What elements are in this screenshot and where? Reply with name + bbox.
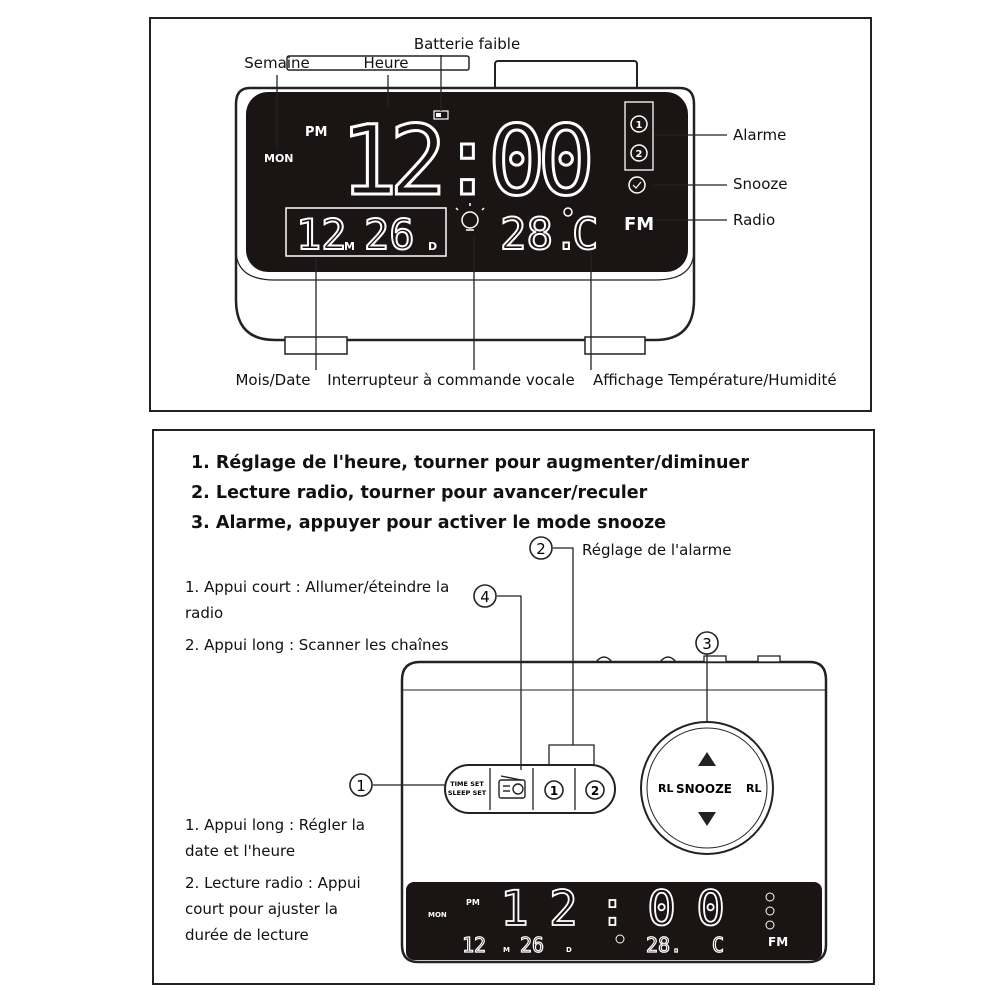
knob-left-label: RL [658,782,673,795]
svg-text:D: D [566,946,572,954]
alarm-frame [624,101,654,171]
label-alarm: Alarme [733,126,787,144]
time-button-notes: 1. Appui long : Régler la date et l'heur… [185,812,385,954]
control-panel [152,429,875,985]
svg-text:3: 3 [702,635,712,653]
month-unit: M [344,240,355,253]
date-frame [285,207,447,257]
knob-right-label: RL [746,782,761,795]
svg-text:PM: PM [466,898,480,907]
temp-unit: C [572,209,599,260]
label-hour: Heure [363,54,409,72]
label-low-battery: Batterie faible [413,35,521,53]
clock-top-illustration [400,655,828,964]
note-item: 1. Appui long : Régler la date et l'heur… [185,816,365,860]
svg-text:26: 26 [520,933,544,957]
note-item: 1. Appui court : Allumer/éteindre la rad… [185,578,450,622]
weekday-indicator: MON [264,152,294,165]
label-radio: Radio [733,211,776,229]
label-alarm-setting: Réglage de l'alarme [582,541,732,559]
radio-icon [498,775,526,799]
step-item: 3. Alarme, appuyer pour activer le mode … [191,513,667,533]
time-set-label: TIME SET [450,780,484,788]
note-item: 2. Lecture radio : Appui court pour ajus… [185,874,361,944]
svg-text:1: 1 [550,784,558,798]
day-unit: D [428,240,437,253]
svg-text:28.: 28. [646,933,682,957]
lcd-screen [246,92,688,272]
svg-text:MON: MON [428,911,447,919]
leader-lines-bottom [373,547,708,786]
callout-4: 4 [473,584,497,608]
alarm-2-button-icon: 2 [585,780,605,800]
time-digits: 12:00 [340,105,595,217]
label-month-date: Mois/Date [235,371,311,389]
instruction-steps: 1. Réglage de l'heure, tourner pour augm… [191,448,749,538]
svg-text:M: M [503,946,510,954]
svg-text:1: 1 [636,120,643,131]
band-indicator: FM [624,214,654,235]
lcd-content: PM MON 12:00 12 M 26 D 28. C 1 2 [264,101,654,261]
leader-lines-top [276,55,727,370]
alarm-2-icon: 2 [630,144,648,162]
alarm-1-button-icon: 1 [544,780,564,800]
step-item: 2. Lecture radio, tourner pour avancer/r… [191,483,648,503]
month-digits: 12 [296,210,347,259]
svg-text:FM: FM [768,935,788,949]
svg-text:1: 1 [356,777,366,795]
svg-text:2: 2 [636,149,643,160]
svg-text:12: 12 [462,933,486,957]
radio-button-notes: 1. Appui court : Allumer/éteindre la rad… [185,574,473,664]
callout-2: 2 [529,536,553,560]
callout-3: 3 [695,631,719,655]
svg-text:2: 2 [591,784,599,798]
knob-center-label: SNOOZE [676,782,732,796]
knob-up-arrow [698,752,716,766]
svg-text:2: 2 [536,540,546,558]
svg-text:C: C [712,933,724,957]
step-item: 1. Réglage de l'heure, tourner pour augm… [191,453,750,473]
label-voice-switch: Interrupteur à commande vocale [327,371,575,389]
day-digits: 26 [364,210,415,259]
voice-bulb-icon [455,203,485,231]
label-temp-humidity: Affichage Température/Humidité [593,371,837,389]
note-item: 2. Appui long : Scanner les chaînes [185,636,449,654]
svg-text:4: 4 [480,588,490,606]
ampm-indicator: PM [305,125,327,140]
degree-symbol [563,207,573,217]
alarm-1-icon: 1 [630,115,648,133]
callout-1: 1 [349,773,373,797]
clock-front-illustration [234,55,696,355]
knob-down-arrow [698,812,716,826]
lcd-screen-small [406,882,822,960]
label-snooze: Snooze [733,175,788,193]
temperature-digits: 28. [500,209,579,260]
label-week: Semaine [244,54,310,72]
sleep-set-label: SLEEP SET [448,789,487,797]
snooze-icon [628,176,646,194]
